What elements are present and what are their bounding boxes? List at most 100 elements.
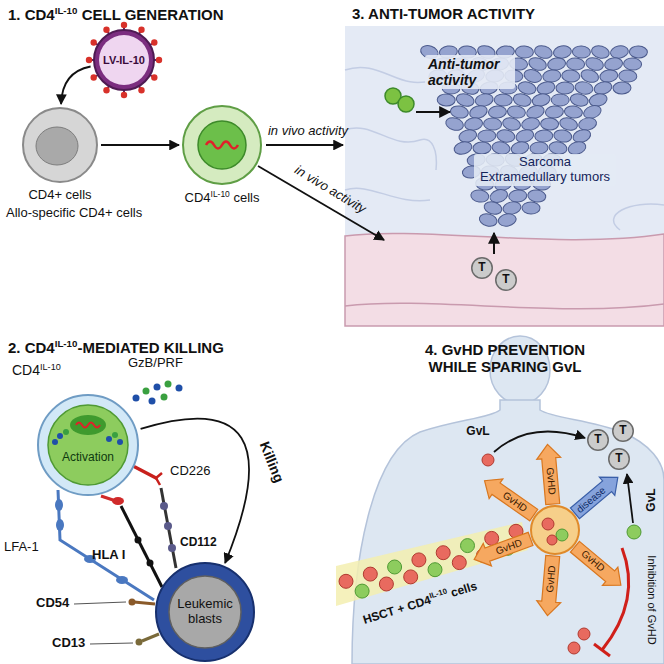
text-row: CD112 <box>180 536 217 550</box>
cd4-il10-cell-pair <box>385 88 414 112</box>
cd13-molecule <box>142 634 159 641</box>
cd54-molecule <box>134 602 155 604</box>
text-row: LV-IL-10 <box>103 54 145 67</box>
label-text: HLA I <box>92 547 125 562</box>
tumor-mass <box>450 105 470 120</box>
hla-molecule <box>135 537 142 544</box>
leukemic-blast-shape <box>169 576 241 648</box>
cd4-il10-cell-shape <box>48 405 128 485</box>
text-row: 1. CD4IL-10CELL GENERATION <box>8 5 224 23</box>
label-text: CD4 <box>12 362 40 378</box>
tumor-tissue <box>345 233 664 326</box>
text-row: Activation <box>62 451 114 465</box>
hla-molecule <box>101 496 113 500</box>
target-organ <box>531 506 579 554</box>
text-row: CD13 <box>52 636 85 651</box>
cd112-molecule <box>161 488 176 568</box>
granzyme-granules <box>149 398 156 405</box>
lfa1-chain <box>116 576 128 584</box>
activity-arrow <box>416 111 450 113</box>
tumor-mass <box>419 43 648 228</box>
text-row: GvL <box>466 425 489 439</box>
text-row: T <box>619 424 626 438</box>
target-organ <box>547 535 557 545</box>
text-row: GvHD <box>544 467 558 495</box>
tumor-mass <box>502 200 522 215</box>
panel-heading: 2. CD4 <box>8 339 55 356</box>
tumor-mass <box>604 57 624 72</box>
tumor-mass <box>599 69 619 84</box>
cd4-il10-cell-shape <box>63 429 69 435</box>
label-text: Leukemic blasts <box>177 596 233 626</box>
lentivirus-shape <box>99 35 149 85</box>
label-text: T <box>619 423 626 437</box>
hsct-stream <box>336 522 528 606</box>
label-text: CD4 <box>185 190 211 205</box>
label-text: GvHD <box>544 467 557 495</box>
tumor-mass <box>470 189 489 203</box>
target-organ <box>556 529 568 541</box>
lentivirus-shape <box>103 26 109 32</box>
lentivirus-shape <box>94 30 154 90</box>
cd4-il10-cell-shape <box>112 432 118 438</box>
tumor-mass <box>545 105 564 119</box>
cd226-receptor <box>135 467 156 478</box>
cd4-il10-cell: CD4IL-10Activation <box>36 393 140 497</box>
label-text: CD13 <box>52 635 85 650</box>
gvl-arrow <box>627 474 633 523</box>
text-row: T <box>478 261 485 275</box>
granzyme-granules <box>165 381 172 388</box>
infused-cells <box>339 574 353 588</box>
tumor-mass <box>488 105 507 119</box>
lfa1-chain <box>58 490 154 600</box>
tumor-mass <box>478 212 499 228</box>
label-text: LV-IL-10 <box>103 54 145 66</box>
tumor-mass <box>618 69 637 82</box>
infused-cells <box>412 553 426 567</box>
tumor-mass <box>566 57 585 70</box>
cd112-molecule <box>160 502 168 510</box>
tumor-mass <box>534 129 553 142</box>
cd4-il10-cell-shape <box>198 121 246 169</box>
infused-cells <box>452 556 466 570</box>
infused-cells <box>436 546 450 560</box>
cd112-molecule <box>164 522 172 530</box>
tumor-mass <box>609 44 629 59</box>
gvhd-arrow <box>567 538 628 595</box>
granzyme-granules <box>161 394 168 401</box>
tumor-mass <box>629 46 647 59</box>
label-text: CD4+ cells <box>28 187 91 202</box>
cd4-cell-shape <box>36 127 78 165</box>
panel-heading: CELL GENERATION <box>82 6 224 23</box>
text-row: 4. GvHD PREVENTION WHILE SPARING GvL <box>405 341 605 376</box>
lentivirus-shape <box>121 92 127 98</box>
t-cell-shape <box>496 270 517 291</box>
tumor-mass <box>536 80 556 96</box>
tumor-tissue <box>345 303 664 309</box>
tumor-mass <box>473 142 491 155</box>
tumor-mass <box>453 140 473 156</box>
cd13-molecule <box>90 643 133 644</box>
lfa1-chain <box>55 499 63 511</box>
text-row: Killing <box>257 439 288 485</box>
connector <box>141 419 249 563</box>
tumor-tissue <box>345 26 664 326</box>
text-row: in vivo activity <box>268 124 348 139</box>
tumor-mass <box>483 118 502 131</box>
text-row: 2. CD4IL-10-MEDIATED KILLING <box>8 338 224 356</box>
t-cell-shape <box>472 258 493 279</box>
target-organ <box>531 506 579 554</box>
hla-molecule <box>147 560 154 567</box>
tumor-mass <box>561 69 580 83</box>
cd4-il10-cell-shape <box>182 105 262 185</box>
label-text: CD54 <box>36 595 69 610</box>
infused-cells <box>363 567 377 581</box>
label-text: CD226 <box>170 463 210 478</box>
lentivirus-shape <box>138 26 144 32</box>
lentivirus-shape <box>86 57 92 63</box>
tumor-mass <box>437 94 455 107</box>
tumor-mass <box>556 82 574 94</box>
t-cell: T <box>608 448 630 470</box>
text-row: GzB/PRF <box>128 356 183 371</box>
